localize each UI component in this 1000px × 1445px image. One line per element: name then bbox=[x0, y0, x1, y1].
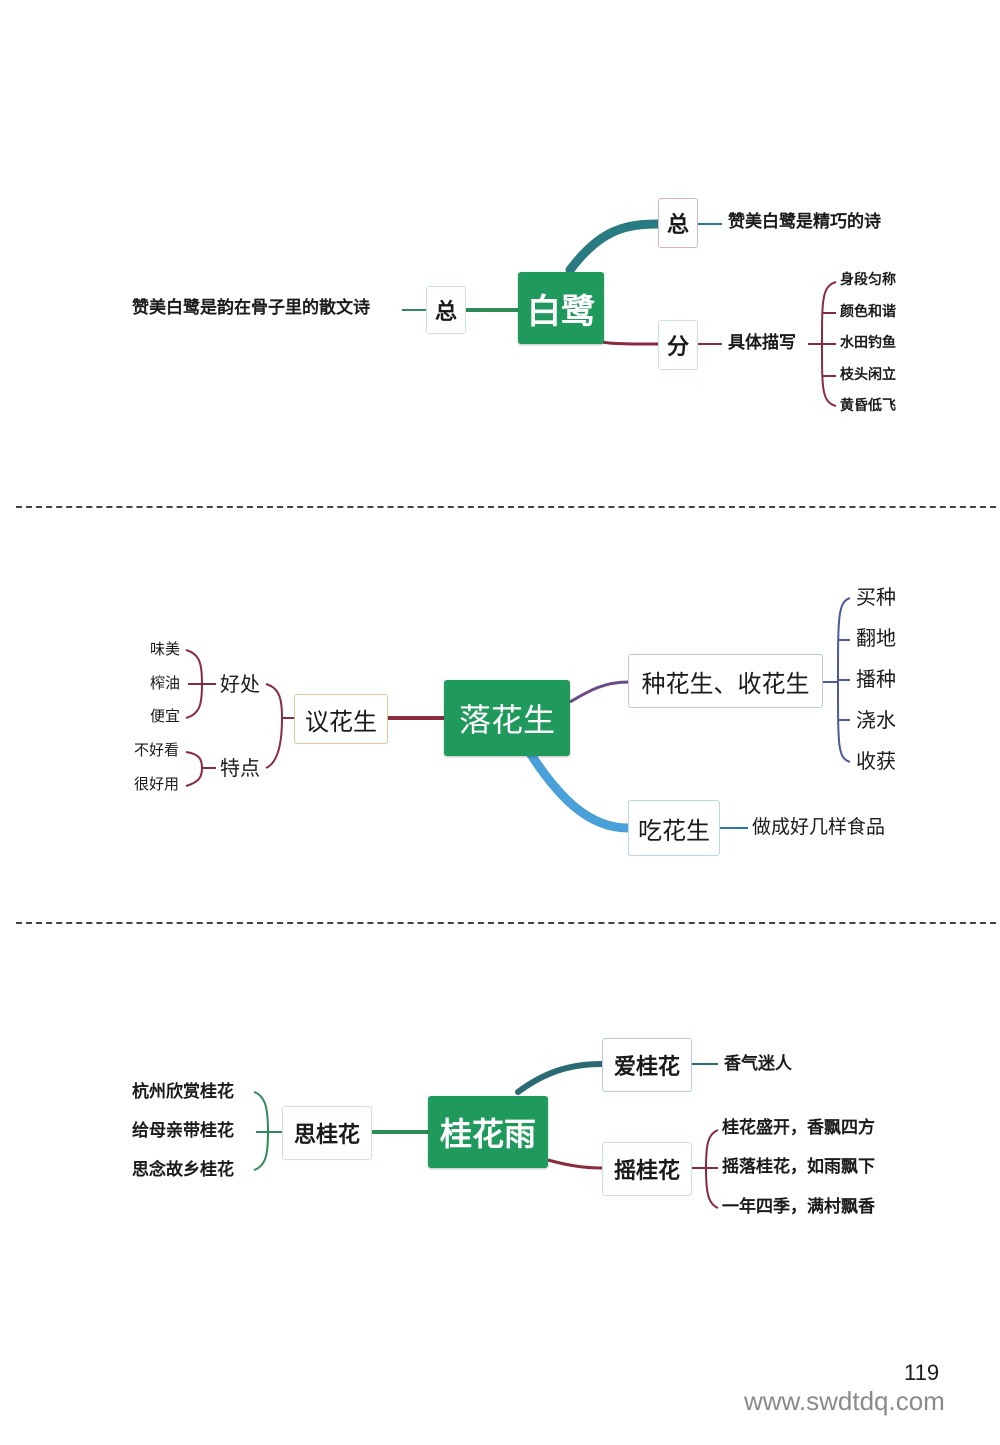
bottom-item: 桂花盛开，香飘四方 bbox=[722, 1118, 875, 1138]
benefit-item: 味美 bbox=[150, 640, 181, 658]
left-node-siguihua: 思桂花 bbox=[282, 1106, 372, 1160]
left-item: 思念故乡桂花 bbox=[132, 1160, 234, 1180]
step-item: 翻地 bbox=[856, 626, 896, 650]
watermark: www.swdtdq.com bbox=[744, 1386, 945, 1416]
bottom-text-food: 做成好几样食品 bbox=[752, 816, 886, 838]
detail-item: 黄昏低飞 bbox=[840, 398, 896, 414]
detail-item: 水田钓鱼 bbox=[840, 335, 896, 351]
detail-item: 枝头闲立 bbox=[840, 367, 896, 383]
feature-item: 不好看 bbox=[134, 741, 180, 759]
detail-item: 颜色和谐 bbox=[840, 304, 896, 320]
feature-item: 很好用 bbox=[134, 775, 180, 793]
step-item: 买种 bbox=[856, 585, 896, 609]
top-summary-node: 总 bbox=[658, 198, 698, 248]
step-item: 浇水 bbox=[856, 708, 896, 732]
bottom-detail-node: 分 bbox=[658, 320, 698, 370]
detail-item: 身段匀称 bbox=[840, 272, 896, 288]
section-divider bbox=[16, 506, 996, 508]
section-divider bbox=[16, 922, 996, 924]
top-node-aiguihua: 爱桂花 bbox=[602, 1038, 692, 1092]
step-item: 收获 bbox=[856, 749, 896, 773]
top-text-fragrance: 香气迷人 bbox=[724, 1054, 792, 1074]
benefit-item: 便宜 bbox=[150, 707, 181, 725]
page-number: 119 bbox=[904, 1360, 940, 1385]
center-node-bailu: 白鹭 bbox=[518, 272, 604, 344]
left-summary-text: 赞美白鹭是韵在骨子里的散文诗 bbox=[132, 298, 370, 318]
benefit-item: 榨油 bbox=[150, 674, 181, 692]
top-summary-text: 赞美白鹭是精巧的诗 bbox=[728, 212, 881, 232]
center-node-guihuayu: 桂花雨 bbox=[428, 1096, 548, 1168]
bottom-node-yaoguihua: 摇桂花 bbox=[602, 1142, 692, 1196]
feature-label: 特点 bbox=[220, 756, 260, 780]
bottom-detail-text: 具体描写 bbox=[728, 333, 796, 353]
bottom-node-eat: 吃花生 bbox=[628, 800, 720, 856]
center-node-luohuasheng: 落花生 bbox=[444, 680, 570, 756]
left-summary-node: 总 bbox=[426, 286, 466, 334]
left-node-yihuasheng: 议花生 bbox=[294, 694, 388, 744]
left-item: 给母亲带桂花 bbox=[132, 1121, 234, 1141]
left-item: 杭州欣赏桂花 bbox=[132, 1082, 234, 1102]
benefit-label: 好处 bbox=[220, 672, 260, 696]
bottom-item: 一年四季，满村飘香 bbox=[722, 1197, 875, 1217]
step-item: 播种 bbox=[856, 667, 896, 691]
bottom-item: 摇落桂花，如雨飘下 bbox=[722, 1157, 875, 1177]
top-node-plant-harvest: 种花生、收花生 bbox=[628, 654, 823, 708]
